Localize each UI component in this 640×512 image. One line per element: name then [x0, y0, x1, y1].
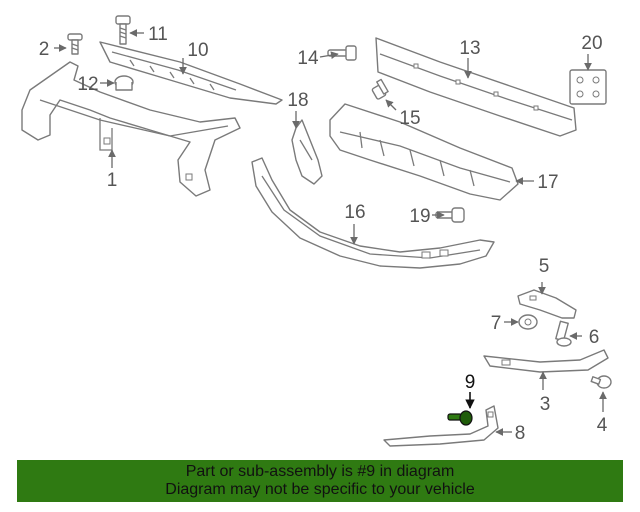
- callout-14: 14: [297, 48, 319, 69]
- part-1-radiator-support: [21, 61, 241, 197]
- callout-7: 7: [491, 313, 502, 334]
- callout-3: 3: [540, 394, 551, 415]
- part-14-bolt: [327, 45, 357, 61]
- part-info-banner: Part or sub-assembly is #9 in diagram Di…: [17, 460, 623, 502]
- part-8-lower-bracket: [383, 405, 499, 447]
- part-4-bolt: [590, 375, 612, 389]
- part-17-energy-absorber: [329, 103, 519, 201]
- leader-lines: [54, 29, 607, 436]
- callout-20: 20: [581, 33, 602, 54]
- banner-part-line: Part or sub-assembly is #9 in diagram: [185, 463, 455, 480]
- part-5-bracket: [517, 289, 577, 319]
- part-20-pad: [569, 69, 607, 105]
- part-9-bolt-highlighted[interactable]: [447, 410, 473, 426]
- part-3-side-bracket: [483, 349, 609, 373]
- part-18-bracket: [291, 119, 323, 185]
- callout-13: 13: [459, 38, 480, 59]
- part-10-upper-tie-bar: [99, 41, 283, 105]
- callout-10: 10: [187, 40, 208, 61]
- banner-disclaimer-line: Diagram may not be specific to your vehi…: [165, 481, 475, 498]
- part-12-nut: [114, 75, 134, 91]
- callout-18: 18: [287, 90, 308, 111]
- callout-8: 8: [515, 423, 526, 444]
- callout-4: 4: [597, 415, 608, 436]
- callout-19: 19: [409, 206, 430, 227]
- part-16-lower-support: [251, 157, 495, 269]
- callout-1: 1: [107, 170, 118, 191]
- part-11-bolt: [115, 15, 131, 45]
- callout-16: 16: [344, 202, 365, 223]
- callout-11: 11: [148, 24, 168, 45]
- callout-2: 2: [39, 39, 50, 60]
- part-6-bolt: [555, 320, 572, 347]
- part-7-nut: [518, 314, 538, 330]
- callout-12: 12: [77, 74, 98, 95]
- part-2-screw: [67, 33, 83, 55]
- part-15-bolt: [371, 78, 389, 100]
- part-13-impact-bar: [375, 37, 577, 137]
- callout-9[interactable]: 9: [465, 372, 476, 393]
- callout-5: 5: [539, 256, 550, 277]
- callout-15: 15: [399, 108, 420, 129]
- exploded-parts-diagram: 1 2 3 4 5 6 7 8 9 10 11 12 13 14 15 16 1…: [21, 15, 612, 447]
- callout-17: 17: [537, 172, 558, 193]
- callout-6: 6: [589, 327, 600, 348]
